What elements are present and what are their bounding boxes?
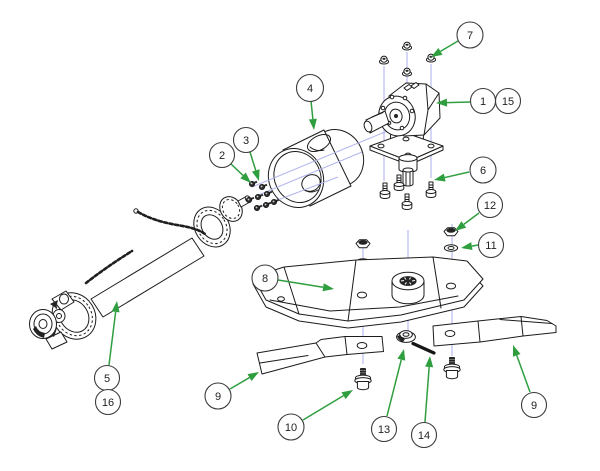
leader-arrow-8 [277, 279, 334, 292]
callout-5: 5 [93, 364, 121, 392]
blade-bolt-right-drawing [443, 356, 461, 380]
leader-arrow-5 [108, 301, 120, 366]
leader-arrow-10 [302, 390, 353, 421]
gearbox-drawing [363, 41, 444, 210]
leader-arrow-4 [308, 100, 317, 130]
callout-3-number: 3 [243, 135, 249, 147]
leader-arrow-2 [230, 163, 251, 183]
callout-11-number: 11 [485, 240, 496, 252]
washer-11-drawing [443, 244, 459, 252]
leader-arrow-6 [434, 171, 470, 182]
callout-13: 13 [370, 415, 398, 443]
callout-6-number: 6 [480, 165, 486, 177]
callout-15: 15 [494, 87, 522, 115]
callout-7-number: 7 [467, 30, 473, 42]
leader-arrow-9-left [229, 372, 259, 390]
callouts: 7 15 1 6 12 11 8 4 3 2 5 [93, 21, 548, 449]
callout-12-number: 12 [484, 200, 496, 212]
callout-6: 6 [469, 156, 497, 184]
blade-bolt-left-drawing [354, 367, 372, 391]
callout-2-number: 2 [219, 150, 225, 162]
callout-9-left-number: 9 [215, 391, 221, 403]
callout-7: 7 [456, 21, 484, 49]
callout-2: 2 [208, 141, 236, 169]
locknut-12-drawing [443, 227, 459, 237]
flanged-nut-13-drawing [396, 330, 416, 343]
callout-4-number: 4 [307, 83, 313, 95]
leader-arrow-1 [436, 98, 471, 107]
callout-16: 16 [94, 388, 122, 416]
callout-12: 12 [476, 191, 504, 219]
callout-9-right: 9 [520, 391, 548, 419]
leader-arrow-3 [249, 151, 260, 181]
callout-1: 1 [469, 87, 497, 115]
callout-9-right-number: 9 [531, 400, 537, 412]
leader-arrow-7 [431, 40, 459, 57]
callout-1-number: 1 [480, 96, 486, 108]
blade-left-drawing [256, 336, 384, 375]
callout-11: 11 [477, 231, 505, 259]
callout-8: 8 [251, 264, 279, 292]
blade-carrier-drawing [252, 256, 484, 329]
callout-5-number: 5 [104, 373, 110, 385]
leader-arrow-14 [424, 356, 434, 423]
leader-arrow-9-right [512, 345, 531, 393]
callout-14: 14 [410, 421, 438, 449]
pin-14-drawing [411, 341, 436, 355]
callout-13-number: 13 [378, 424, 390, 436]
callout-16-number: 16 [102, 397, 114, 409]
callout-15-number: 15 [502, 96, 514, 108]
callout-4: 4 [295, 73, 325, 103]
leader-arrow-11 [461, 242, 479, 251]
leader-arrow-12 [455, 212, 480, 231]
callout-3: 3 [232, 126, 260, 154]
callout-14-number: 14 [418, 430, 430, 442]
callout-8-number: 8 [262, 273, 268, 285]
callout-9-left: 9 [204, 382, 232, 410]
callout-10: 10 [277, 413, 305, 441]
blade-right-drawing [432, 316, 557, 347]
callout-10-number: 10 [285, 422, 297, 434]
callout-arrows [108, 40, 531, 423]
pto-driveline-drawing [29, 195, 252, 350]
locknut-left-drawing [355, 239, 371, 249]
leader-arrow-13 [386, 349, 406, 417]
